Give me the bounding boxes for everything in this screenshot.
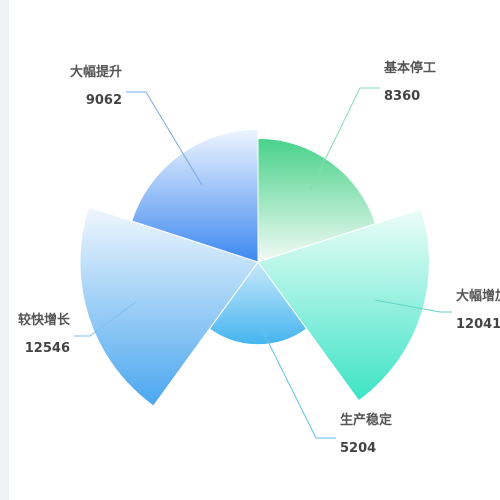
leader-line-2 bbox=[375, 299, 452, 313]
slice-name-label: 生产稳定 bbox=[340, 412, 392, 428]
leader-line-3 bbox=[257, 321, 336, 439]
leader-line-4 bbox=[74, 301, 137, 337]
rose-slice-1[interactable] bbox=[257, 137, 377, 263]
slice-name-label: 大幅增加 bbox=[456, 288, 500, 304]
rose-slice-5[interactable] bbox=[131, 128, 259, 263]
slice-value-label: 5204 bbox=[340, 441, 376, 456]
slice-name-label: 基本停工 bbox=[383, 60, 436, 76]
slice-value-label: 9062 bbox=[86, 93, 122, 108]
rose-slice-2[interactable] bbox=[257, 208, 430, 402]
rose-slice-3[interactable] bbox=[208, 261, 308, 346]
slice-value-label: 12041 bbox=[456, 317, 500, 332]
slice-name-label: 大幅提升 bbox=[70, 64, 122, 80]
slice-value-label: 8360 bbox=[384, 89, 420, 104]
leader-line-1 bbox=[309, 87, 380, 191]
left-panel-strip bbox=[0, 0, 9, 500]
rose-slice-4[interactable] bbox=[79, 206, 259, 407]
leader-line-5 bbox=[126, 91, 203, 185]
slice-name-label: 较快增长 bbox=[18, 312, 71, 328]
slice-value-label: 12546 bbox=[25, 341, 70, 356]
